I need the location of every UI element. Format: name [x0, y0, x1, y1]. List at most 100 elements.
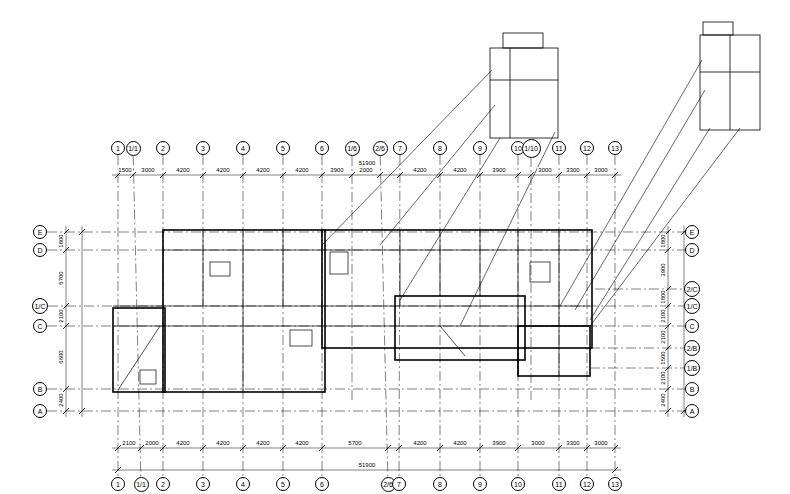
- grid-bubble: A: [685, 404, 699, 418]
- grid-bubble: 11: [552, 141, 566, 155]
- grid-label: 1: [116, 481, 120, 488]
- dimension-text: 2000: [144, 440, 159, 446]
- dimension-text: 2100: [660, 308, 666, 323]
- grid-bubble: 1/C: [32, 298, 48, 314]
- dimension-text: 4200: [175, 440, 190, 446]
- grid-bubble: 11: [552, 477, 566, 491]
- grid-line: [163, 155, 164, 477]
- dimension-text: 3900: [329, 167, 344, 173]
- grid-line: [47, 326, 685, 327]
- grid-label: 11: [555, 145, 562, 152]
- dimension-text: 4200: [294, 440, 309, 446]
- grid-label: 1/1: [136, 481, 146, 488]
- grid-label: 13: [611, 145, 619, 152]
- wall-outline: [113, 230, 592, 392]
- grid-label: 12: [583, 481, 591, 488]
- grid-bubble: 12: [580, 141, 594, 155]
- dimension-text: 6600: [58, 349, 64, 364]
- grid-bubble: C: [685, 319, 699, 333]
- grid-bubble: D: [33, 243, 47, 257]
- grid-label: 7: [397, 481, 401, 488]
- dimension-text: 3300: [565, 440, 580, 446]
- grid-bubble: B: [685, 382, 699, 396]
- grid-label: 2: [161, 481, 165, 488]
- grid-line: [615, 155, 616, 477]
- dimension-text: 3000: [140, 167, 155, 173]
- grid-bubble: 1/10: [522, 139, 541, 158]
- grid-bubble: 3: [196, 141, 210, 155]
- grid-bubble: 1/1: [126, 141, 141, 156]
- dimension-text: 5700: [58, 270, 64, 285]
- grid-bubble: D: [685, 243, 699, 257]
- grid-line: [47, 389, 685, 390]
- grid-label: 12: [583, 145, 591, 152]
- grid-line: [587, 155, 588, 477]
- dimension-text: 3000: [537, 167, 552, 173]
- grid-label: 11: [555, 481, 562, 488]
- dimension-text: 3900: [660, 262, 666, 277]
- grid-label: 2/B: [687, 345, 698, 352]
- grid-label: 3: [201, 481, 205, 488]
- grid-bubble: 1/C: [684, 298, 700, 314]
- grid-label: 2/6: [375, 145, 385, 152]
- dimension-text: 3900: [491, 167, 506, 173]
- grid-bubble: 1/6: [345, 141, 360, 156]
- grid-label: 4: [241, 481, 245, 488]
- grid-bubble: C: [33, 319, 47, 333]
- dimension-text: 4200: [215, 440, 230, 446]
- grid-label: 2/C: [687, 286, 698, 293]
- grid-label: C: [37, 323, 42, 330]
- leader-line: [322, 60, 740, 326]
- grid-label: 2: [161, 145, 165, 152]
- dimension-line: [66, 175, 684, 470]
- grid-bubble: 2/B: [684, 340, 700, 356]
- grid-line: [283, 155, 284, 477]
- grid-bubble: 4: [236, 477, 250, 491]
- grid-line: [133, 155, 141, 476]
- grid-bubble: E: [685, 225, 699, 239]
- grid-line: [518, 155, 519, 477]
- dimension-text: 1800: [58, 233, 64, 248]
- grid-label: 8: [438, 481, 442, 488]
- grid-bubble: 9: [473, 141, 487, 155]
- dimension-text: 4200: [255, 440, 270, 446]
- grid-line: [480, 155, 481, 477]
- dimension-text: 1500: [117, 167, 132, 173]
- dimension-text: 1800: [660, 233, 666, 248]
- grid-line: [399, 155, 401, 477]
- grid-label: E: [38, 229, 43, 236]
- dimension-text: 1800: [660, 289, 666, 304]
- dimension-text: 4200: [452, 440, 467, 446]
- grid-label: 4: [241, 145, 245, 152]
- grid-bubble: 13: [608, 141, 622, 155]
- grid-line: [352, 156, 683, 400]
- grid-bubble: 3: [196, 477, 210, 491]
- grid-bubble: 6: [315, 477, 329, 491]
- grid-line: [559, 155, 560, 477]
- dimension-text: 2100: [660, 329, 666, 344]
- grid-bubble: 5: [276, 477, 290, 491]
- grid-bubble: 2: [156, 141, 170, 155]
- grid-label: A: [38, 408, 43, 415]
- grid-bubble: 2/C: [684, 281, 700, 297]
- dimension-text: 4200: [294, 167, 309, 173]
- dimension-text: 5700: [347, 440, 362, 446]
- grid-bubble: 6: [315, 141, 329, 155]
- grid-line: [440, 155, 441, 477]
- grid-line: [47, 232, 685, 233]
- dimension-text: 51900: [358, 462, 377, 468]
- grid-line: [47, 411, 685, 412]
- grid-label: 6: [320, 481, 324, 488]
- dimension-text: 2000: [358, 167, 373, 173]
- detail-callout: [490, 22, 760, 138]
- grid-line: [380, 155, 388, 476]
- grid-label: 9: [478, 145, 482, 152]
- dimension-tick: [63, 172, 687, 473]
- grid-bubble: 1/B: [684, 360, 700, 376]
- grid-bubble: 4: [236, 141, 250, 155]
- grid-label: 10: [514, 481, 522, 488]
- grid-bubble: 1/1: [134, 477, 149, 492]
- dimension-text: 4200: [452, 167, 467, 173]
- grid-label: 3: [201, 145, 205, 152]
